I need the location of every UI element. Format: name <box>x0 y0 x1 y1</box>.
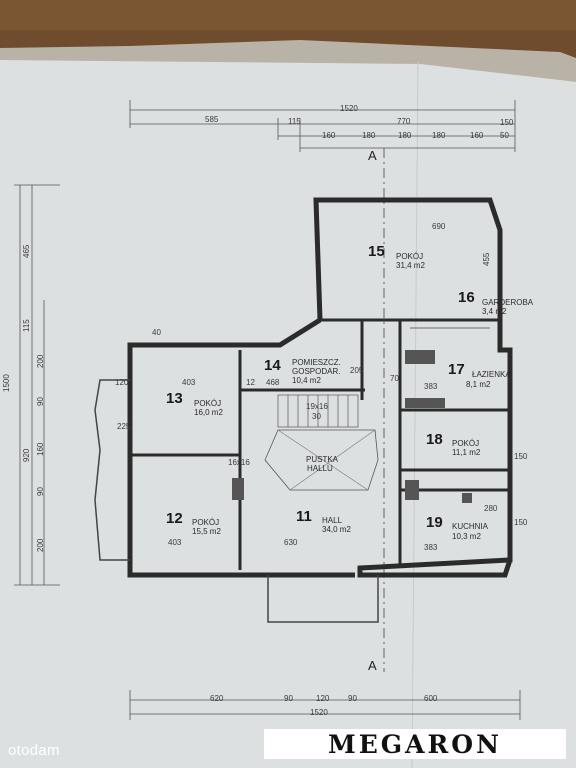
dim-inner-383b: 383 <box>424 543 438 552</box>
dim-left-465: 465 <box>22 244 31 258</box>
dim-top-585: 585 <box>205 115 219 124</box>
fixtures <box>232 350 472 503</box>
dim-left-115: 115 <box>22 319 31 332</box>
room-19-name: KUCHNIA <box>452 522 489 531</box>
dim-left-1500: 1500 <box>2 374 11 392</box>
room-18-number: 18 <box>426 431 443 448</box>
section-marker-bottom: A <box>368 658 377 673</box>
bottom-dimension-lines <box>129 690 521 720</box>
void-diagonal-2 <box>289 429 376 491</box>
room-16-name: GARDEROBA <box>482 298 534 307</box>
dim-inner-455: 455 <box>482 252 491 266</box>
dim-inner-205: 205 <box>350 366 364 375</box>
dim-bottom-120: 120 <box>316 694 330 703</box>
dim-inner-30: 30 <box>312 412 321 421</box>
room-11-number: 11 <box>296 508 312 525</box>
dim-top-50: 50 <box>500 131 509 140</box>
room-17-number: 17 <box>448 361 465 378</box>
room-14-name: POMIESZCZ. GOSPODAR. <box>292 358 341 376</box>
room-12-number: 12 <box>166 510 183 527</box>
room-11-area: 34,0 m2 <box>322 525 351 534</box>
dim-left-90b: 90 <box>36 487 45 496</box>
bay-window <box>94 379 379 623</box>
dim-top-180c: 180 <box>432 131 446 140</box>
outer-walls <box>127 197 513 578</box>
dim-bottom-total: 1520 <box>310 708 328 717</box>
void-label-line1: PUSTKA <box>306 455 339 464</box>
dim-inner-280: 280 <box>484 504 498 513</box>
dim-inner-383a: 383 <box>424 382 438 391</box>
dim-bottom-90a: 90 <box>284 694 293 703</box>
dim-inner-12: 12 <box>246 378 255 387</box>
room-13-area: 16,0 m2 <box>194 408 223 417</box>
dim-left-200a: 200 <box>36 354 45 368</box>
dim-inner-468: 468 <box>266 378 280 387</box>
room-13-name: POKÓJ <box>194 399 222 408</box>
room-12-area: 15,5 m2 <box>192 527 221 536</box>
staircase <box>277 394 359 428</box>
room-16-area: 3,4 m2 <box>482 307 507 316</box>
room-15-number: 15 <box>368 243 385 260</box>
void-diagonal-1 <box>277 429 369 491</box>
top-dimension-lines <box>129 100 516 152</box>
dim-inner-19x16: 19x16 <box>306 402 328 411</box>
room-18-name: POKÓJ <box>452 439 480 448</box>
dim-inner-16x16: 16x16 <box>228 458 250 467</box>
dim-inner-225: 225 <box>117 422 131 431</box>
left-dimension-lines <box>14 184 60 586</box>
otodam-watermark: otodam <box>8 742 60 759</box>
dim-inner-403b: 403 <box>168 538 182 547</box>
room-14-number: 14 <box>264 357 281 374</box>
dim-bottom-620: 620 <box>210 694 224 703</box>
dim-left-200b: 200 <box>36 538 45 552</box>
room-15-area: 31,4 m2 <box>396 261 425 270</box>
dim-inner-120: 120 <box>115 378 129 387</box>
dim-inner-150: 150 <box>514 452 528 461</box>
dim-bottom-90b: 90 <box>348 694 357 703</box>
dim-top-160b: 160 <box>470 131 484 140</box>
paper-fold <box>411 61 419 768</box>
dim-inner-150b: 150 <box>514 518 528 527</box>
room-15-name: POKÓJ <box>396 252 424 261</box>
dim-left-160: 160 <box>36 442 45 456</box>
megaron-logo-box <box>264 729 566 759</box>
dim-left-90: 90 <box>36 397 45 406</box>
dim-inner-40: 40 <box>152 328 161 337</box>
dim-inner-690: 690 <box>432 222 446 231</box>
room-17-area: 8,1 m2 <box>466 380 491 389</box>
dim-top-115: 115 <box>288 117 301 126</box>
room-17-name: ŁAZIENKA <box>472 370 511 379</box>
dim-bottom-600: 600 <box>424 694 438 703</box>
section-marker-top: A <box>368 148 377 163</box>
room-18-area: 11,1 m2 <box>452 448 481 457</box>
void-label-line2: HALLU <box>307 464 333 473</box>
dim-top-160a: 160 <box>322 131 336 140</box>
dim-top-180b: 180 <box>398 131 412 140</box>
room-12-name: POKÓJ <box>192 518 220 527</box>
dim-inner-630: 630 <box>284 538 298 547</box>
dim-top-770: 770 <box>397 117 411 126</box>
dim-top-150: 150 <box>500 118 514 127</box>
dim-top-180a: 180 <box>362 131 376 140</box>
room-11-name: HALL <box>322 516 343 525</box>
room-14-area: 10,4 m2 <box>292 376 321 385</box>
room-16-number: 16 <box>458 289 475 306</box>
table-highlight <box>0 0 576 30</box>
room-13-number: 13 <box>166 390 183 407</box>
dim-inner-70: 70 <box>390 374 399 383</box>
dim-left-920: 920 <box>22 448 31 462</box>
megaron-logo: MEGARON <box>328 730 502 759</box>
room-19-area: 10,3 m2 <box>452 532 481 541</box>
dim-top-total: 1520 <box>340 104 358 113</box>
dim-inner-403a: 403 <box>182 378 196 387</box>
room-19-number: 19 <box>426 514 443 531</box>
